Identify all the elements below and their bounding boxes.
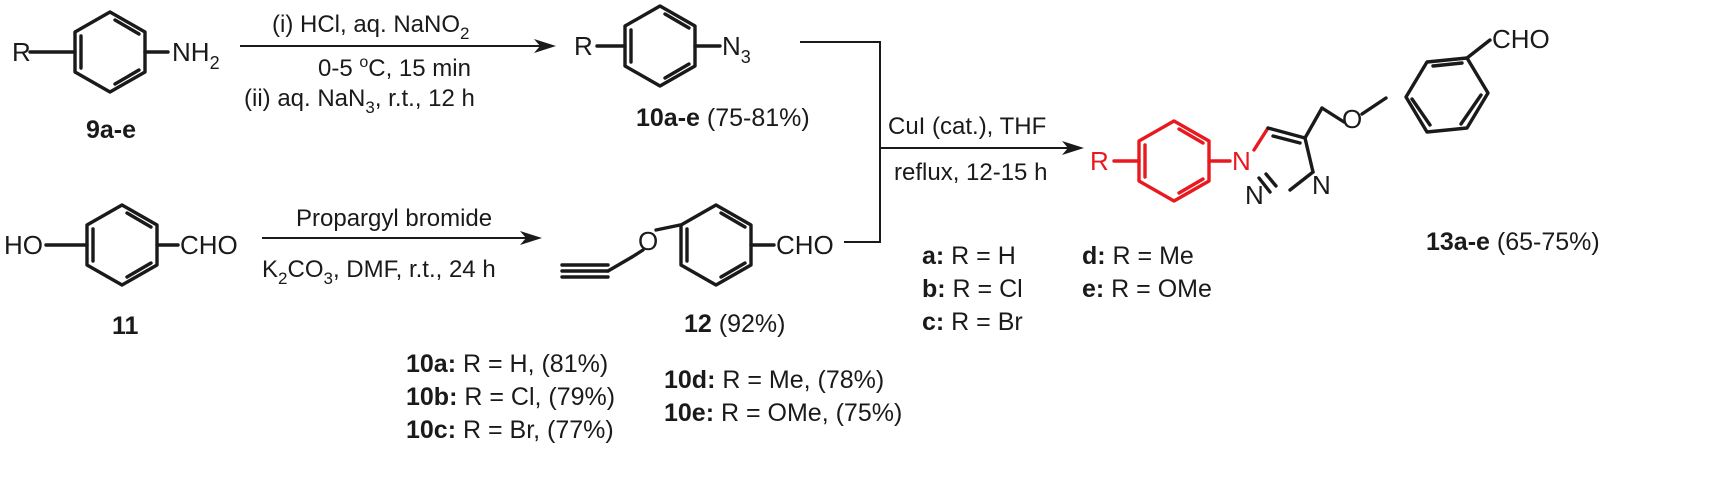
cho-label-11: CHO <box>180 230 238 260</box>
r-label-10: R <box>574 31 593 61</box>
compound-9-label: 9a-e <box>86 116 136 144</box>
substituent-key-13: a: R = H b: R = Cl c: R = Br d: R = Me e… <box>922 242 1212 336</box>
yield-10e: 10e: R = OMe, (75%) <box>664 399 902 427</box>
cho-label-12: CHO <box>776 230 834 260</box>
compound-10-label: 10a-e (75-81%) <box>636 104 810 132</box>
n3-label: N3 <box>722 31 751 67</box>
yield-10b: 10b: R = Cl, (79%) <box>406 383 615 411</box>
convergence-bracket <box>800 41 881 243</box>
substituent-13-d: d: R = Me <box>1082 242 1194 270</box>
n2-label: N <box>1245 180 1264 210</box>
compound-12-label: 12 (92%) <box>684 310 785 338</box>
substituent-13-c: c: R = Br <box>922 308 1023 336</box>
cho-label-13: CHO <box>1492 24 1550 54</box>
molecule-12 <box>560 203 776 287</box>
step1-condition-3: (ii) aq. NaN3, r.t., 12 h <box>244 85 475 117</box>
n1-label: N <box>1232 146 1251 176</box>
yield-10a: 10a: R = H, (81%) <box>406 350 608 378</box>
o-label-13: O <box>1342 104 1362 134</box>
nh2-label: NH2 <box>172 37 220 73</box>
compound-13-label: 13a-e (65-75%) <box>1426 228 1600 256</box>
yield-10c: 10c: R = Br, (77%) <box>406 416 614 444</box>
substituent-13-a: a: R = H <box>922 242 1016 270</box>
substituent-13-b: b: R = Cl <box>922 275 1023 303</box>
molecule-10 <box>595 4 722 88</box>
step1-condition-1: (i) HCl, aq. NaNO2 <box>272 11 470 43</box>
ho-label: HO <box>4 230 43 260</box>
arrowhead-step3 <box>1062 141 1084 155</box>
arrowhead-step2 <box>520 231 542 245</box>
step3-condition-2: reflux, 12-15 h <box>894 159 1047 186</box>
molecule-9 <box>28 10 170 94</box>
step2-condition-1: Propargyl bromide <box>296 205 492 232</box>
arrowhead-step1 <box>534 39 556 53</box>
r-label-13: R <box>1090 146 1109 176</box>
molecule-13 <box>1112 38 1492 203</box>
substituent-13-e: e: R = OMe <box>1082 275 1212 303</box>
molecule-11 <box>44 203 180 287</box>
n3-ring-label: N <box>1312 170 1331 200</box>
step1-condition-2: 0-5 oC, 15 min <box>318 54 471 82</box>
yields-10: 10a: R = H, (81%) 10b: R = Cl, (79%) 10c… <box>406 350 902 444</box>
r-label-9: R <box>12 37 31 67</box>
o-label-12: O <box>638 226 658 256</box>
yield-10d: 10d: R = Me, (78%) <box>664 366 884 394</box>
step2-condition-2: K2CO3, DMF, r.t., 24 h <box>262 256 496 288</box>
compound-11-label: 11 <box>112 312 139 340</box>
step3-condition-1: CuI (cat.), THF <box>888 113 1046 140</box>
